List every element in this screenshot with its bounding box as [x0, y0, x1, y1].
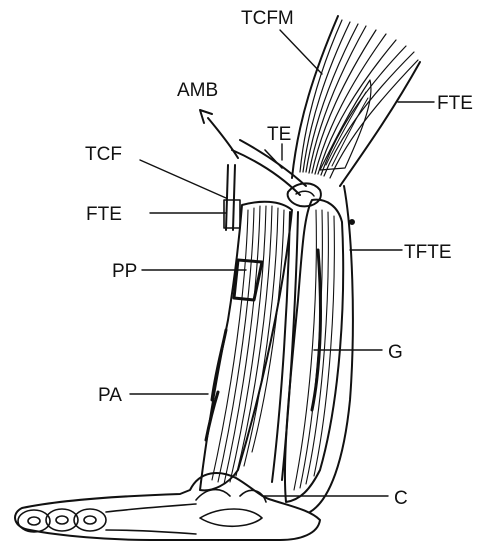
tcf-strip: [226, 165, 235, 230]
label-tcfm: TCFM: [241, 8, 294, 29]
label-fte-right: FTE: [437, 93, 473, 114]
tcfm-fiber-fan: [300, 20, 418, 178]
label-tcf: TCF: [85, 144, 122, 165]
label-tfte: TFTE: [404, 242, 452, 263]
amb-arrow-shaft: [208, 118, 238, 158]
label-pp: PP: [112, 261, 137, 282]
label-c: C: [394, 488, 408, 509]
toe-loops: [18, 504, 196, 534]
label-amb: AMB: [177, 80, 218, 101]
label-pa: PA: [98, 385, 122, 406]
label-fte-left: FTE: [86, 204, 122, 225]
leader-tcfm: [280, 30, 322, 74]
tendon-junction: [288, 183, 321, 206]
leader-tcf: [140, 160, 226, 198]
label-g: G: [388, 342, 403, 363]
base-inner-loop: [200, 509, 262, 526]
label-te: TE: [267, 124, 291, 145]
tfte-dot: [350, 220, 355, 225]
